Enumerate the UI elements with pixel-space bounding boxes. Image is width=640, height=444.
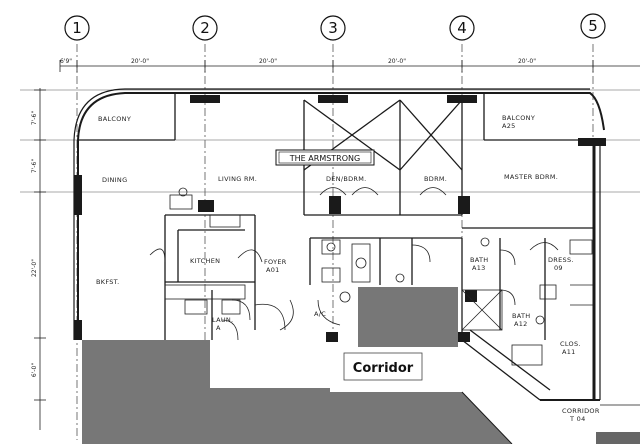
dim-top-0: 6'9" xyxy=(60,58,72,65)
door-swings xyxy=(149,187,559,341)
grid-bubble-4: 4 xyxy=(449,15,475,41)
room-code-balcony-right: A25 xyxy=(502,122,516,130)
dim-left-0: 7'-6" xyxy=(31,111,38,125)
room-label-laundry: LAUN. xyxy=(212,316,233,324)
title-box: THE ARMSTRONG xyxy=(275,149,375,166)
room-label-dress: DRESS. xyxy=(548,256,574,264)
room-label-bath-a: BATH xyxy=(470,256,488,264)
dim-top-3: 20'-0" xyxy=(388,58,406,65)
grid-bubble-5: 5 xyxy=(580,13,606,39)
dim-top-2: 20'-0" xyxy=(259,58,277,65)
grid-bubble-3: 3 xyxy=(320,15,346,41)
dim-top-4: 20'-0" xyxy=(518,58,536,65)
room-code-foyer: A01 xyxy=(266,266,280,274)
room-label-bedroom: BDRM. xyxy=(424,175,447,183)
corridor-callout: Corridor xyxy=(343,352,423,381)
fixtures xyxy=(164,187,594,366)
room-label-foyer: FOYER xyxy=(264,258,287,266)
interior-walls xyxy=(78,93,594,401)
room-label-breakfast: BKFST. xyxy=(96,278,120,286)
lower-right-outline xyxy=(461,391,640,444)
svg-text:THE ARMSTRONG: THE ARMSTRONG xyxy=(289,154,360,163)
room-code-dress: 09 xyxy=(554,264,563,272)
room-label-bath-b: BATH xyxy=(512,312,530,320)
masked-region-center xyxy=(358,287,458,347)
room-code-bath-b: A12 xyxy=(514,320,528,328)
dimension-string-left: 7'-6" 7'-6" 22'-0" 6'-0" xyxy=(31,88,46,430)
svg-text:1: 1 xyxy=(72,19,82,37)
dim-left-1: 7'-6" xyxy=(31,159,38,173)
room-label-balcony-right: BALCONY xyxy=(502,114,535,122)
svg-text:3: 3 xyxy=(328,19,338,37)
room-label-balcony-left: BALCONY xyxy=(98,115,131,123)
room-label-kitchen: KITCHEN xyxy=(190,257,220,265)
svg-text:2: 2 xyxy=(200,19,210,37)
room-label-corridor-small: CORRIDOR xyxy=(562,407,600,415)
dim-left-3: 6'-0" xyxy=(31,363,38,377)
dimension-string-top: 6'9" 20'-0" 20'-0" 20'-0" 20'-0" xyxy=(59,58,640,72)
grid-bubble-2: 2 xyxy=(192,15,218,41)
svg-text:5: 5 xyxy=(588,17,598,35)
room-code-closet: A11 xyxy=(562,348,576,356)
room-label-ac: A/C xyxy=(314,310,326,318)
room-label-dining: DINING xyxy=(102,176,127,184)
exterior-walls xyxy=(73,88,605,401)
room-code-corridor: T 04 xyxy=(569,415,586,423)
svg-text:4: 4 xyxy=(457,19,467,37)
room-label-living: LIVING RM. xyxy=(218,175,257,183)
masked-region-lower xyxy=(82,340,512,444)
room-code-bath-a: A13 xyxy=(472,264,486,272)
dim-left-2: 22'-0" xyxy=(31,259,38,277)
room-label-closet: CLOS. xyxy=(560,340,581,348)
room-label-den: DEN/BDRM. xyxy=(326,175,367,183)
wall-blocks xyxy=(74,95,606,342)
room-code-laundry: A xyxy=(216,324,221,332)
dim-top-1: 20'-0" xyxy=(131,58,149,65)
grid-bubble-1: 1 xyxy=(64,15,90,41)
room-label-master-bedroom: MASTER BDRM. xyxy=(504,173,558,181)
svg-text:Corridor: Corridor xyxy=(353,361,414,376)
